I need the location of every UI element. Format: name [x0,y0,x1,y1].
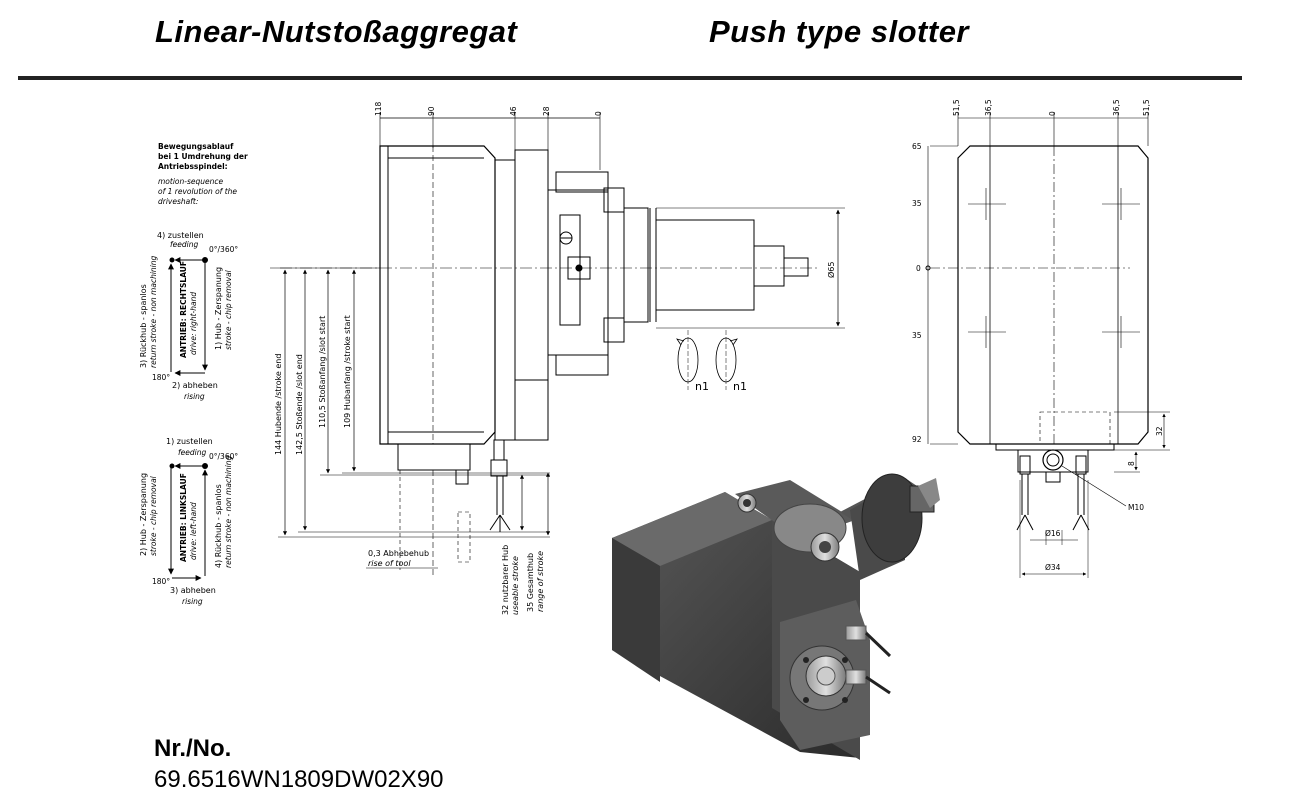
title-english: Push type slotter [709,14,969,49]
motion-heading-de-2: bei 1 Umdrehung der [158,152,248,161]
dim-dia16: Ø16 [1045,529,1061,538]
useable-stroke-de: 32 nutzbarer Hub [501,545,510,615]
dim-35-bottom: 35 [912,331,922,340]
lh-deg180: 180° [152,577,170,586]
right-hand-drive-diagram: 4) zustellen feeding 0°/360° 180° 2) abh… [139,231,238,401]
lh-deg0: 0°/360° [209,452,238,461]
rh-step1-label: 1) Hub - Zerspanung [214,267,223,350]
dim-0-left: 0 [916,264,921,273]
rh-step4-label: 4) zustellen [157,231,204,240]
dim-118: 118 [374,101,383,116]
side-view [270,112,845,575]
rh-drive-label: ANTRIEB: RECHTSLAUF [179,261,188,358]
rh-step2-label: 2) abheben [172,381,218,390]
rh-deg180: 180° [152,373,170,382]
article-number-value: 69.6516WN1809DW02X90 [154,766,444,793]
lh-step1-label: 1) zustellen [166,437,213,446]
product-3d-render [612,473,940,760]
useable-stroke-en: useable stroke [511,556,520,615]
rh-deg0: 0°/360° [209,245,238,254]
motion-sequence-notes: Bewegungsablauf bei 1 Umdrehung der Antr… [158,142,248,206]
lh-step4-en: return stroke - non machining [224,456,233,568]
rise-of-tool-en: rise of tool [368,559,411,568]
dim-36-5-right: 36,5 [1112,99,1121,116]
dim-51-5-right: 51,5 [1142,99,1151,116]
rh-step2-en: rising [184,392,205,401]
lh-step2-label: 2) Hub - Zerspanung [139,473,148,556]
dim-109: 109 Hubanfang /stroke start [343,315,352,428]
dim-8: 8 [1127,461,1136,466]
motion-heading-en-2: of 1 revolution of the [158,187,237,196]
dim-0-top: 0 [1048,111,1057,116]
motion-heading-en-1: motion-sequence [158,177,223,186]
rise-of-tool-de: 0,3 Abhebehub [368,549,429,558]
thread-m10: M10 [1128,503,1144,512]
rh-step1-en: stroke - chip removal [224,269,233,350]
lh-step4-label: 4) Rückhub - spanlos [214,484,223,568]
motion-heading-de-1: Bewegungsablauf [158,142,234,151]
rotation-n1-cw: n1 [733,380,747,393]
dim-35-top: 35 [912,199,922,208]
front-view-labels: 51,5 36,5 0 36,5 51,5 65 35 0 35 92 32 8… [912,99,1164,572]
dim-dia34: Ø34 [1045,563,1061,572]
dim-46: 46 [509,106,518,116]
range-stroke-de: 35 Gesamthub [526,553,535,612]
dim-1425: 142,5 Stoßende /slot end [295,354,304,455]
lh-step2-en: stroke - chip removal [149,475,158,556]
dim-28: 28 [542,106,551,116]
rh-step3-en: return stroke - non machining [149,256,158,368]
lh-drive-label: ANTRIEB: LINKSLAUF [179,473,188,562]
motion-heading-de-3: Antriebsspindel: [158,162,228,171]
range-stroke-en: range of stroke [536,551,545,612]
rh-step3-label: 3) Rückhub - spanlos [139,284,148,368]
dim-144: 144 Hubende /stroke end [274,354,283,455]
dim-90: 90 [427,106,436,116]
dim-32: 32 [1155,426,1164,436]
rh-drive-en: drive: right-hand [189,292,198,355]
lh-drive-en: drive: left-hand [189,502,198,560]
dim-65: 65 [912,142,922,151]
left-hand-drive-diagram: 1) zustellen feeding 0°/360° 180° 3) abh… [139,437,238,606]
header-divider [18,76,1242,80]
lh-step1-en: feeding [178,448,206,457]
dim-36-5-left: 36,5 [984,99,993,116]
title-german: Linear-Nutstoßaggregat [155,14,518,49]
dim-dia65: Ø65 [826,262,836,278]
front-view [925,112,1170,578]
lh-step3-label: 3) abheben [170,586,216,595]
dim-92: 92 [912,435,922,444]
side-view-labels: 118 90 46 28 0 Ø65 144 Hubende /stroke e… [274,101,836,615]
motion-heading-en-3: driveshaft: [158,197,198,206]
lh-step3-en: rising [182,597,203,606]
rotation-n1-ccw: n1 [695,380,709,393]
dim-51-5-left: 51,5 [952,99,961,116]
article-number-label: Nr./No. [154,735,232,762]
dim-0: 0 [594,111,603,116]
dim-1105: 110,5 Stoßanfang /slot start [318,316,327,428]
rh-step4-en: feeding [170,240,198,249]
